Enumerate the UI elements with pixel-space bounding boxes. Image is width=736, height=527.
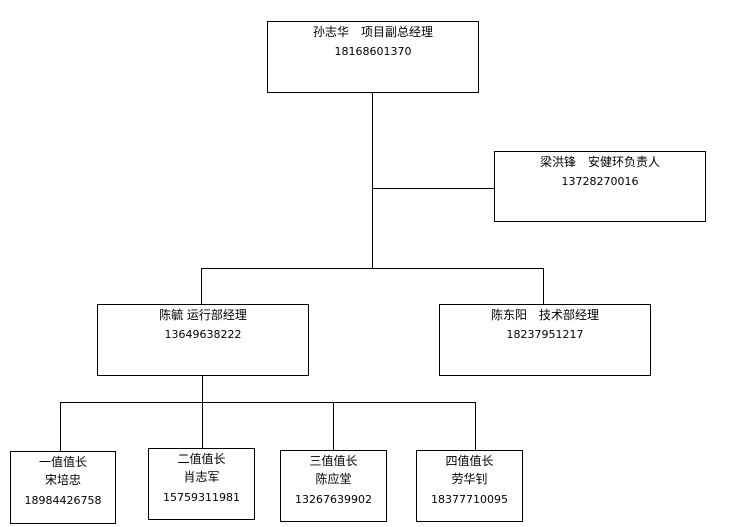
- node-phone: 18377710095: [431, 493, 508, 506]
- node-phone: 13728270016: [561, 175, 639, 188]
- node-technical-manager: 陈东阳 技术部经理 18237951217: [439, 304, 651, 376]
- node-title: 陈毓 运行部经理: [159, 308, 247, 322]
- node-phone: 18237951217: [506, 328, 584, 341]
- node-title: 一值值长: [38, 455, 87, 469]
- node-shift-1-supervisor: 一值值长 宋培忠 18984426758: [10, 451, 116, 524]
- node-title: 陈东阳 技术部经理: [490, 308, 599, 322]
- node-person-name: 陈应堂: [315, 472, 352, 486]
- node-person-name: 肖志军: [183, 470, 220, 484]
- node-phone: 13649638222: [164, 328, 242, 341]
- node-phone: 18168601370: [334, 45, 412, 58]
- node-title: 梁洪锋 安健环负责人: [539, 155, 660, 169]
- node-title: 三值值长: [309, 454, 358, 468]
- node-person-name: 劳华钊: [451, 472, 488, 486]
- node-shift-4-supervisor: 四值值长 劳华钊 18377710095: [416, 450, 523, 522]
- node-shift-2-supervisor: 二值值长 肖志军 15759311981: [148, 448, 255, 520]
- node-phone: 13267639902: [295, 493, 372, 506]
- node-safety-manager: 梁洪锋 安健环负责人 13728270016: [494, 151, 706, 222]
- node-phone: 15759311981: [163, 491, 240, 504]
- node-person-name: 宋培忠: [44, 473, 81, 487]
- node-title: 二值值长: [177, 452, 226, 466]
- node-phone: 18984426758: [24, 494, 102, 507]
- node-operations-manager: 陈毓 运行部经理 13649638222: [97, 304, 309, 376]
- node-title: 四值值长: [445, 454, 494, 468]
- node-shift-3-supervisor: 三值值长 陈应堂 13267639902: [280, 450, 387, 522]
- node-title: 孙志华 项目副总经理: [312, 25, 433, 39]
- node-project-deputy-gm: 孙志华 项目副总经理 18168601370: [267, 21, 479, 93]
